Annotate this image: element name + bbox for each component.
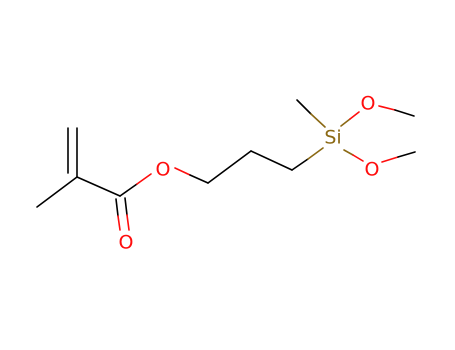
- bond-propyl-2: [250, 150, 293, 171]
- bond-o-upper-ch3-red: [378, 105, 396, 111]
- bond-c-c-carbonyl: [76, 176, 121, 197]
- bond-carbonyl-to-o-red: [136, 173, 152, 185]
- bond-o-lower-ch3-red: [381, 156, 399, 163]
- bond-si-o-lower-brown: [343, 149, 354, 156]
- bond-o-upper-ch3: [394, 109, 415, 117]
- atom-si: Si: [324, 127, 341, 149]
- bond-si-o-lower-red: [352, 154, 364, 162]
- atom-o-methoxy-lower: O: [365, 159, 380, 181]
- bond-co-double-2: [124, 197, 128, 216]
- atom-o-ester: O: [156, 159, 171, 181]
- bond-si-o-upper-brown: [340, 118, 351, 127]
- bond-co-double-2-red: [126, 214, 130, 231]
- atom-o-carbonyl: O: [119, 232, 134, 254]
- bond-si-methyl-brown: [310, 113, 326, 128]
- bond-carbonyl-to-o: [119, 183, 138, 197]
- atom-o-methoxy-upper: O: [361, 93, 376, 115]
- bond-o-ch2-red: [174, 167, 191, 176]
- bond-co-double-1-red: [117, 215, 121, 231]
- bond-si-methyl: [296, 99, 312, 115]
- bond-ch2-si-brown: [307, 147, 324, 160]
- bond-o-ch2: [189, 174, 209, 184]
- bond-methyl-alkene: [36, 176, 78, 208]
- bond-co-double-1: [115, 198, 119, 217]
- bond-ch2-si: [291, 158, 309, 171]
- bond-propyl-1: [207, 150, 252, 184]
- bond-o-lower-ch3: [397, 151, 416, 158]
- bond-si-o-upper-red: [349, 111, 360, 120]
- bonds: [36, 99, 416, 231]
- atom-labels: O O Si O O: [119, 93, 380, 254]
